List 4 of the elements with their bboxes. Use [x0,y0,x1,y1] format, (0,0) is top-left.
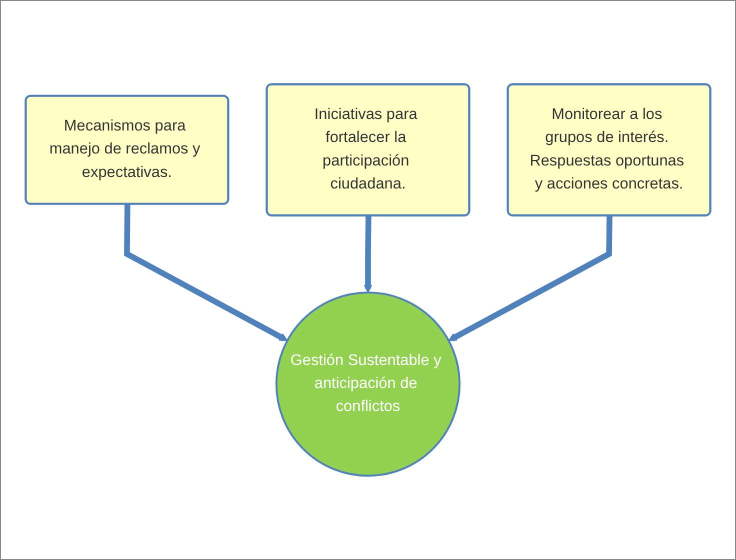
arrow [124,204,288,342]
arrow [364,216,372,293]
node-circle: Gestión Sustentable y anticipación de conflictos [275,292,461,477]
arrow [448,216,612,342]
